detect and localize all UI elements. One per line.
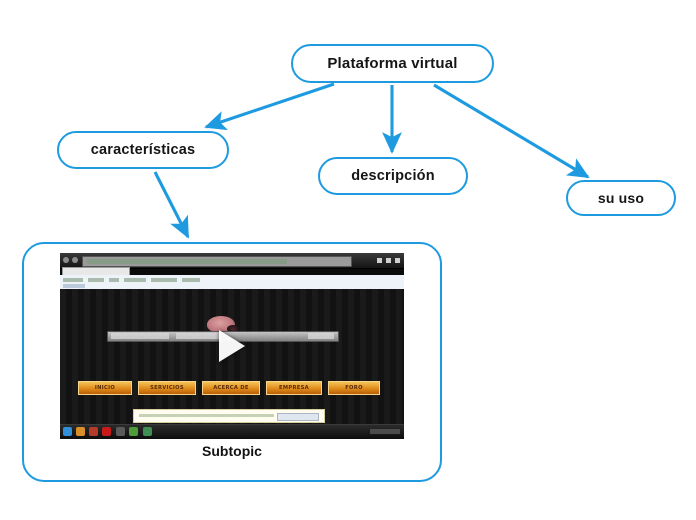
bookmarks-bar <box>60 275 404 290</box>
node-subtopic[interactable]: INICIO SERVICIOS ACERCA DE EMPRESA FORO <box>22 242 442 482</box>
play-triangle-icon[interactable] <box>219 330 245 362</box>
site-logo <box>207 316 239 333</box>
menu-item-foro[interactable]: FORO <box>328 381 380 395</box>
edge-caracteristicas-to-subtopic <box>153 171 190 239</box>
taskbar-icon <box>129 427 138 436</box>
taskbar-clock <box>370 429 400 434</box>
taskbar-icon <box>76 427 85 436</box>
embedded-video-thumbnail[interactable]: INICIO SERVICIOS ACERCA DE EMPRESA FORO <box>60 253 404 439</box>
taskbar-icon <box>143 427 152 436</box>
back-icon <box>63 257 69 263</box>
edge-root-to-caracteristicas <box>204 82 335 131</box>
node-label: características <box>90 142 196 158</box>
bookmark-item <box>109 278 119 282</box>
taskbar-icon <box>102 427 111 436</box>
taskbar-icon <box>63 427 72 436</box>
node-caracteristicas[interactable]: características <box>57 131 229 169</box>
form-button <box>277 413 319 421</box>
page-form <box>133 409 325 423</box>
node-label: descripción <box>351 168 435 184</box>
taskbar-icon <box>89 427 98 436</box>
bookmark-item <box>151 278 177 282</box>
os-taskbar <box>60 424 404 439</box>
bookmark-item <box>124 278 146 282</box>
forward-icon <box>72 257 78 263</box>
menu-item-servicios[interactable]: SERVICIOS <box>138 381 196 395</box>
site-menu: INICIO SERVICIOS ACERCA DE EMPRESA FORO <box>78 381 388 395</box>
node-su-uso[interactable]: su uso <box>566 180 676 216</box>
node-label: Plataforma virtual <box>327 55 458 72</box>
taskbar-icon <box>116 427 125 436</box>
bookmark-item <box>63 278 83 282</box>
menu-item-empresa[interactable]: EMPRESA <box>266 381 322 395</box>
menu-item-inicio[interactable]: INICIO <box>78 381 132 395</box>
node-label: su uso <box>597 190 645 206</box>
bookmark-item <box>182 278 200 282</box>
address-text <box>87 258 287 264</box>
node-plataforma-virtual[interactable]: Plataforma virtual <box>291 44 494 83</box>
close-icon <box>395 258 400 263</box>
maximize-icon <box>386 258 391 263</box>
minimize-icon <box>377 258 382 263</box>
bookmark-item <box>88 278 104 282</box>
subtopic-label: Subtopic <box>202 443 262 459</box>
address-bar <box>82 256 352 267</box>
menu-item-acerca-de[interactable]: ACERCA DE <box>202 381 260 395</box>
form-text <box>139 414 274 417</box>
browser-toolbar <box>60 253 404 269</box>
bookmark-item <box>63 284 85 288</box>
node-descripcion[interactable]: descripción <box>318 157 468 195</box>
